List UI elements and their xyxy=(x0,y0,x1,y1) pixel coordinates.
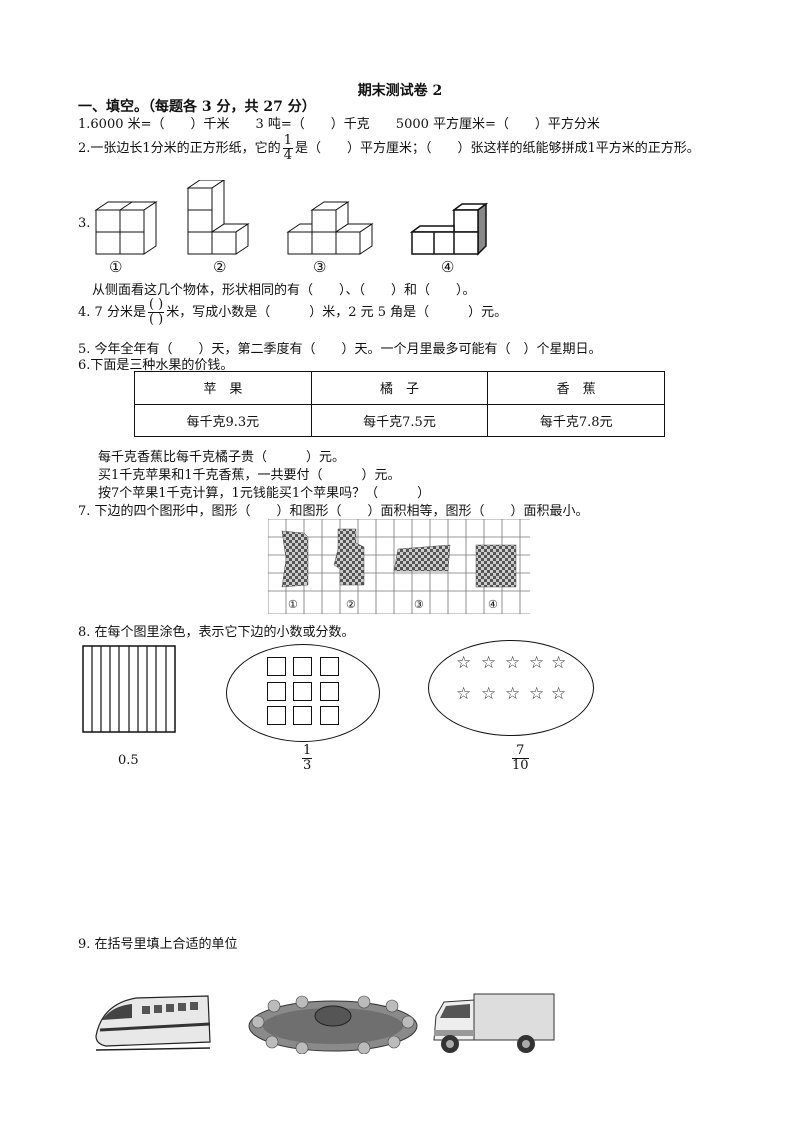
train-picture xyxy=(95,995,211,1051)
star-icon: ☆ xyxy=(505,653,521,673)
area-mark-4: ④ xyxy=(488,598,498,611)
fruit-price-table: 苹 果 橘 子 香 蕉 每千克9.3元 每千克7.5元 每千克7.8元 xyxy=(134,371,665,437)
cube-figure-4 xyxy=(409,202,489,256)
q4-frac-num: ( ) xyxy=(147,297,165,313)
question-6-intro: 6.下面是三种水果的价钱。 xyxy=(78,358,234,373)
cube-mark-1: ① xyxy=(109,258,123,276)
fraction-2-den: 10 xyxy=(512,758,529,773)
cube-mark-4: ④ xyxy=(441,258,455,276)
cube-figures xyxy=(94,180,489,256)
star-icon: ☆ xyxy=(456,653,472,673)
table-cell-orange-price: 每千克7.5元 xyxy=(310,403,489,437)
question-3-text: 从侧面看这几个物体，形状相同的有（ ）、（ ）和（ ）。 xyxy=(92,283,476,298)
square-shape xyxy=(320,706,339,725)
question-4: 4. 7 分米是( )( )米，写成小数是（ ）米，2 元 5 角是（ ）元。 xyxy=(78,298,507,327)
cube-figure-3 xyxy=(286,201,374,255)
grid-lines xyxy=(268,519,530,614)
square-shape xyxy=(267,682,286,701)
cube-figure-1 xyxy=(94,201,158,255)
area-shape-2 xyxy=(333,528,365,586)
area-shapes-grid: ① ② ③ ④ xyxy=(268,519,530,614)
question-7: 7. 下边的四个图形中，图形（ ）和图形（ ）面积相等，图形（ ）面积最小。 xyxy=(78,504,589,519)
q2-frac-den: 4 xyxy=(283,148,292,163)
star-icon: ☆ xyxy=(505,684,521,704)
area-shape-4 xyxy=(475,544,517,588)
star-icon: ☆ xyxy=(481,653,497,673)
cube-figure-2 xyxy=(186,180,250,255)
oval-with-squares xyxy=(226,644,380,742)
fraction-2-num: 7 xyxy=(512,744,529,759)
decimal-label: 0.5 xyxy=(118,753,139,768)
table-row: 每千克9.3元 每千克7.5元 每千克7.8元 xyxy=(134,403,665,437)
area-mark-2: ② xyxy=(346,598,356,611)
question-3-label: 3. xyxy=(78,216,91,231)
fraction-1-num: 1 xyxy=(302,743,313,759)
page-title: 期末测试卷 2 xyxy=(357,83,443,99)
q2-text-after: 是（ ）平方厘米；（ ）张这样的纸能够拼成1平方米的正方形。 xyxy=(294,141,700,156)
table-header-apple: 苹 果 xyxy=(134,371,312,405)
cube-mark-3: ③ xyxy=(313,258,327,276)
star-icon: ☆ xyxy=(529,684,545,704)
q4-text-after: 米，写成小数是（ ）米，2 元 5 角是（ ）元。 xyxy=(166,305,508,320)
square-shape xyxy=(293,657,312,676)
truck-picture xyxy=(433,993,555,1053)
star-icon: ☆ xyxy=(529,653,545,673)
area-shape-1 xyxy=(281,530,309,588)
q4-frac-den: ( ) xyxy=(148,312,164,327)
q4-fraction: ( )( ) xyxy=(147,297,165,327)
star-icon: ☆ xyxy=(551,684,567,704)
question-8: 8. 在每个图里涂色，表示它下边的小数或分数。 xyxy=(78,625,355,640)
cube-mark-2: ② xyxy=(213,258,227,276)
square-shape xyxy=(267,657,286,676)
area-mark-3: ③ xyxy=(414,598,424,611)
star-icon: ☆ xyxy=(551,653,567,673)
star-icon: ☆ xyxy=(456,684,472,704)
table-header-orange: 橘 子 xyxy=(310,371,489,405)
question-6-line-2: 买1千克苹果和1千克香蕉，一共要付（ ）元。 xyxy=(98,468,401,483)
striped-rectangle xyxy=(82,645,176,733)
fraction-1-den: 3 xyxy=(303,758,312,773)
question-1: 1.6000 米=（ ）千米 3 吨=（ ）千克 5000 平方厘米=（ ）平方… xyxy=(78,117,600,132)
flower-bed-picture xyxy=(248,995,418,1054)
table-cell-banana-price: 每千克7.8元 xyxy=(487,403,665,437)
square-shape xyxy=(293,682,312,701)
oval-with-stars xyxy=(428,640,594,736)
question-9: 9. 在括号里填上合适的单位 xyxy=(78,937,238,952)
question-6-line-1: 每千克香蕉比每千克橘子贵（ ）元。 xyxy=(98,450,346,465)
q4-text-before: 4. 7 分米是 xyxy=(78,305,146,320)
area-mark-1: ① xyxy=(288,598,298,611)
question-5: 5. 今年全年有（ ）天，第二季度有（ ）天。一个月里最多可能有（ ）个星期日。 xyxy=(78,342,602,357)
question-6-line-3: 按7个苹果1千克计算，1元钱能买1个苹果吗？（ ） xyxy=(98,486,431,501)
square-shape xyxy=(320,657,339,676)
table-row: 苹 果 橘 子 香 蕉 xyxy=(134,371,665,405)
square-shape xyxy=(320,682,339,701)
section-heading: 一、填空。（每题各 3 分，共 27 分） xyxy=(78,99,316,115)
area-shape-3 xyxy=(393,544,451,572)
q2-frac-num: 1 xyxy=(282,133,293,149)
star-icon: ☆ xyxy=(481,684,497,704)
table-header-banana: 香 蕉 xyxy=(487,371,665,405)
square-shape xyxy=(267,706,286,725)
square-shape xyxy=(293,706,312,725)
q2-text-before: 2.一张边长1分米的正方形纸，它的 xyxy=(78,141,281,156)
table-cell-apple-price: 每千克9.3元 xyxy=(134,403,312,437)
